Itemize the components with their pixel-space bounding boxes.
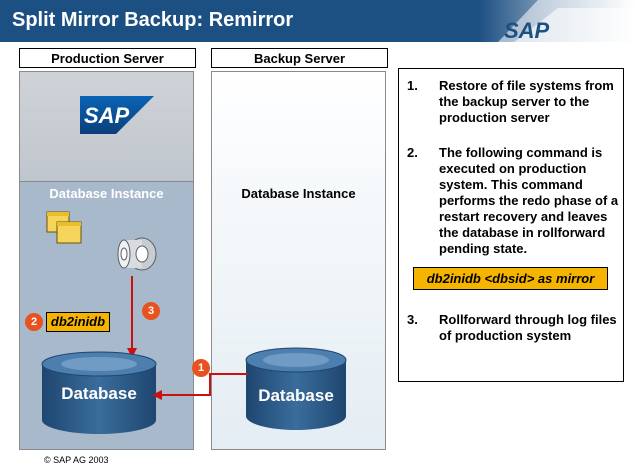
- step-one-badge: 1: [192, 359, 210, 377]
- backup-database-cylinder-icon: [245, 347, 347, 430]
- restore-arrow: [152, 373, 248, 400]
- log-reel-icon: [117, 237, 157, 271]
- step-three-number: 3.: [407, 312, 418, 327]
- header-sap-logo-icon: SAP: [478, 0, 635, 42]
- db2inidb-command-label: db2inidb: [46, 312, 110, 332]
- step-one-number: 1.: [407, 78, 418, 93]
- header-logo-text: SAP: [504, 18, 550, 42]
- copyright-text: © SAP AG 2003: [44, 455, 109, 465]
- steps-textbox: 1. Restore of file systems from the back…: [398, 68, 624, 382]
- step-two-number: 2.: [407, 145, 418, 160]
- slide-title: Split Mirror Backup: Remirror: [12, 9, 294, 31]
- sap-logo: SAP: [80, 96, 154, 134]
- step-one-text: Restore of file systems from the backup …: [439, 78, 614, 125]
- production-server-header: Production Server: [19, 48, 196, 68]
- log-to-database-arrow: [127, 276, 137, 358]
- step-three-text: Rollforward through log files of product…: [439, 312, 617, 343]
- step-two-badge: 2: [25, 313, 43, 331]
- backup-db-instance-label: Database Instance: [241, 186, 356, 201]
- production-logo-text: SAP: [84, 103, 130, 128]
- title-bar: Split Mirror Backup: Remirror SAP: [0, 0, 635, 42]
- db2inidb-mirror-command: db2inidb <dbsid> as mirror: [413, 267, 608, 290]
- step-two-text: The following command is executed on pro…: [439, 145, 619, 256]
- folders-icon: [46, 211, 82, 244]
- step-three-badge: 3: [142, 302, 160, 320]
- production-db-instance-label: Database Instance: [49, 186, 164, 201]
- backup-server-header: Backup Server: [211, 48, 388, 68]
- production-top-panel: [19, 71, 194, 182]
- database-cylinder-icon: [41, 351, 157, 434]
- backup-database-label: Database: [258, 386, 334, 405]
- production-database-label: Database: [61, 384, 137, 403]
